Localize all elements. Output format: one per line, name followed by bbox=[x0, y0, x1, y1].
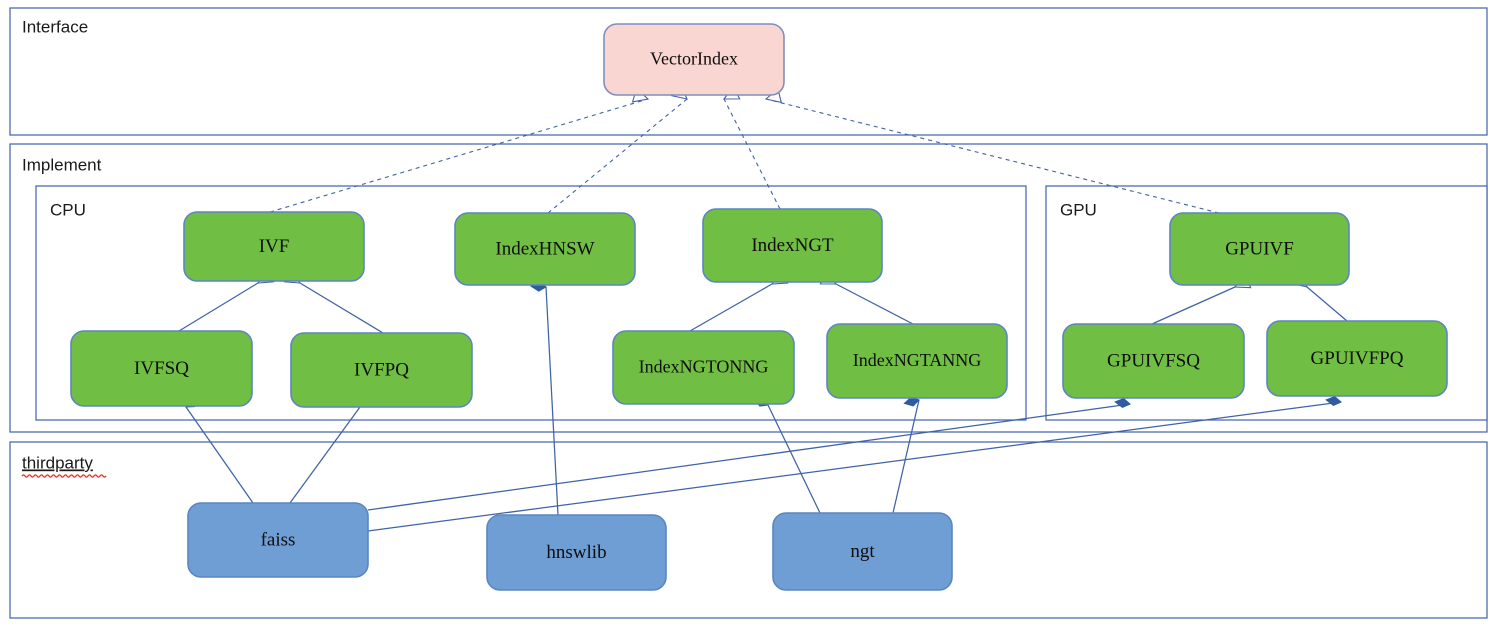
node-shape-hnswlib[interactable] bbox=[486, 514, 667, 591]
node-shape-IndexNGTONNG[interactable] bbox=[612, 330, 795, 405]
node-label-hnswlib: hnswlib bbox=[546, 542, 606, 563]
node-shape-GPUIVFPQ[interactable] bbox=[1266, 320, 1448, 397]
edge-line-e11 bbox=[185, 406, 254, 504]
edge-line-e2 bbox=[547, 98, 688, 214]
edge-line-e4 bbox=[765, 98, 1220, 214]
node-label-IndexNGTANNG: IndexNGTANNG bbox=[853, 350, 982, 370]
edge-line-e1 bbox=[269, 98, 649, 213]
node-GPUIVF[interactable]: GPUIVF bbox=[1169, 212, 1350, 286]
edge-line-e14 bbox=[767, 404, 821, 514]
node-label-ngt: ngt bbox=[850, 541, 875, 562]
edge-line-e9 bbox=[1151, 286, 1236, 325]
edge-line-e12 bbox=[289, 406, 361, 504]
group-label-interface: Interface bbox=[22, 17, 88, 36]
node-label-GPUIVFSQ: GPUIVFSQ bbox=[1107, 350, 1200, 371]
node-shape-GPUIVFSQ[interactable] bbox=[1062, 323, 1245, 399]
edge-faiss-to-GPUIVFPQ bbox=[367, 395, 1342, 532]
node-shape-GPUIVF[interactable] bbox=[1169, 212, 1350, 286]
group-label-cpu: CPU bbox=[50, 200, 86, 219]
edge-line-e5 bbox=[178, 282, 259, 332]
node-IVFSQ[interactable]: IVFSQ bbox=[70, 330, 253, 407]
node-label-IndexNGT: IndexNGT bbox=[751, 235, 834, 256]
spellcheck-squiggle-thirdparty bbox=[21, 474, 107, 478]
node-label-IndexHNSW: IndexHNSW bbox=[495, 238, 594, 259]
node-IVFPQ[interactable]: IVFPQ bbox=[290, 332, 473, 408]
edge-line-e16 bbox=[367, 403, 1131, 511]
node-label-IVFPQ: IVFPQ bbox=[354, 359, 409, 380]
edge-line-e6 bbox=[299, 282, 384, 334]
node-GPUIVFPQ[interactable]: GPUIVFPQ bbox=[1266, 320, 1448, 397]
edge-line-e13 bbox=[545, 286, 559, 516]
group-label-implement: Implement bbox=[22, 155, 102, 174]
edge-line-e7 bbox=[689, 283, 773, 332]
node-label-IndexNGTONNG: IndexNGTONNG bbox=[639, 357, 769, 377]
node-shape-IndexHNSW[interactable] bbox=[454, 212, 636, 286]
node-ngt[interactable]: ngt bbox=[772, 512, 953, 591]
node-shape-IndexNGT[interactable] bbox=[702, 208, 883, 283]
node-label-GPUIVFPQ: GPUIVFPQ bbox=[1311, 348, 1404, 369]
group-label-thirdparty: thirdparty bbox=[22, 453, 93, 472]
node-shape-ngt[interactable] bbox=[772, 512, 953, 591]
node-shape-IVFSQ[interactable] bbox=[70, 330, 253, 407]
node-shape-IVFPQ[interactable] bbox=[290, 332, 473, 408]
edge-faiss-to-GPUIVFSQ bbox=[367, 397, 1131, 511]
edge-line-e15 bbox=[892, 399, 920, 514]
node-label-IVFSQ: IVFSQ bbox=[134, 358, 189, 379]
node-IVF[interactable]: IVF bbox=[183, 211, 365, 282]
node-IndexHNSW[interactable]: IndexHNSW bbox=[454, 212, 636, 286]
node-shape-faiss[interactable] bbox=[187, 502, 369, 578]
node-label-IVF: IVF bbox=[259, 236, 290, 257]
edge-line-e8 bbox=[835, 283, 914, 325]
node-shape-IndexNGTANNG[interactable] bbox=[826, 323, 1008, 399]
edge-head-composition-e16 bbox=[1114, 397, 1131, 409]
node-label-GPUIVF: GPUIVF bbox=[1225, 238, 1294, 259]
node-shape-IVF[interactable] bbox=[183, 211, 365, 282]
edge-line-e17 bbox=[367, 401, 1342, 532]
node-IndexNGT[interactable]: IndexNGT bbox=[702, 208, 883, 283]
node-label-VectorIndex: VectorIndex bbox=[650, 49, 738, 69]
node-hnswlib[interactable]: hnswlib bbox=[486, 514, 667, 591]
group-label-gpu: GPU bbox=[1060, 200, 1097, 219]
node-VectorIndex[interactable]: VectorIndex bbox=[603, 23, 785, 96]
edge-head-composition-e17 bbox=[1325, 395, 1342, 407]
node-shape-VectorIndex[interactable] bbox=[603, 23, 785, 96]
node-label-faiss: faiss bbox=[261, 529, 296, 550]
edge-line-e10 bbox=[1306, 286, 1348, 322]
node-GPUIVFSQ[interactable]: GPUIVFSQ bbox=[1062, 323, 1245, 399]
node-faiss[interactable]: faiss bbox=[187, 502, 369, 578]
node-IndexNGTONNG[interactable]: IndexNGTONNG bbox=[612, 330, 795, 405]
node-IndexNGTANNG[interactable]: IndexNGTANNG bbox=[826, 323, 1008, 399]
